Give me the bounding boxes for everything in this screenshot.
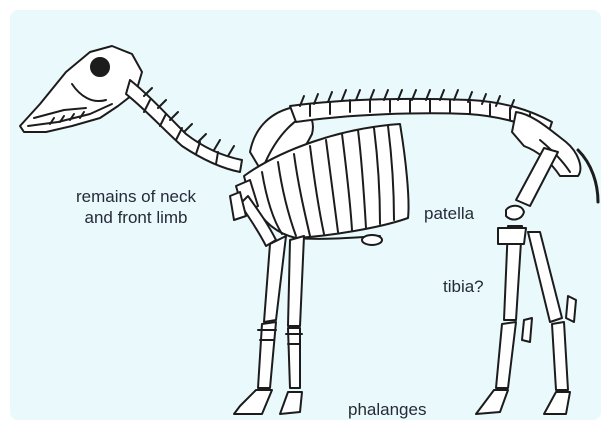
hind-legs bbox=[476, 148, 576, 414]
label-tibia: tibia? bbox=[443, 276, 484, 297]
label-phalanges: phalanges bbox=[348, 399, 426, 420]
skull bbox=[20, 46, 142, 132]
label-neck-front-limb: remains of neck and front limb bbox=[60, 186, 212, 228]
label-patella: patella bbox=[424, 203, 474, 224]
neck-vertebrae bbox=[126, 80, 242, 172]
front-legs bbox=[234, 236, 304, 414]
tail bbox=[578, 150, 598, 202]
